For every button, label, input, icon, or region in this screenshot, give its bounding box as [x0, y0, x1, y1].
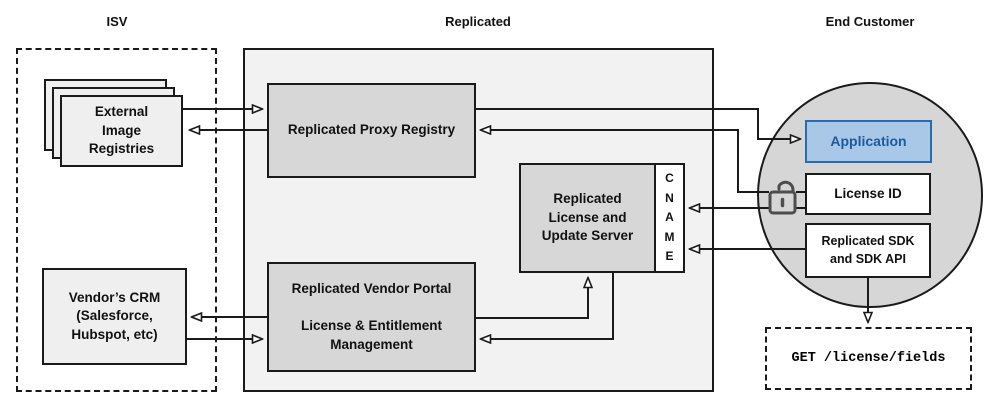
license-update-server-node: Replicated License and Update Server	[519, 163, 656, 273]
cname-strip: C N A M E	[654, 163, 685, 273]
vendor-crm-node: Vendor’s CRM (Salesforce, Hubspot, etc)	[42, 268, 187, 365]
replicated-proxy-registry-node: Replicated Proxy Registry	[267, 83, 476, 178]
replicated-sdk-node: Replicated SDK and SDK API	[805, 223, 931, 278]
license-id-node: License ID	[805, 173, 931, 215]
application-node: Application	[805, 120, 932, 163]
get-license-fields-label: GET /license/fields	[791, 351, 946, 366]
end-customer-section-title: End Customer	[825, 14, 915, 29]
external-image-registries-node: External Image Registries	[60, 95, 183, 167]
get-license-fields-box: GET /license/fields	[765, 327, 972, 390]
isv-section-title: ISV	[106, 14, 128, 29]
vendor-portal-node: Replicated Vendor Portal License & Entit…	[267, 262, 476, 372]
replicated-section-title: Replicated	[445, 14, 511, 29]
